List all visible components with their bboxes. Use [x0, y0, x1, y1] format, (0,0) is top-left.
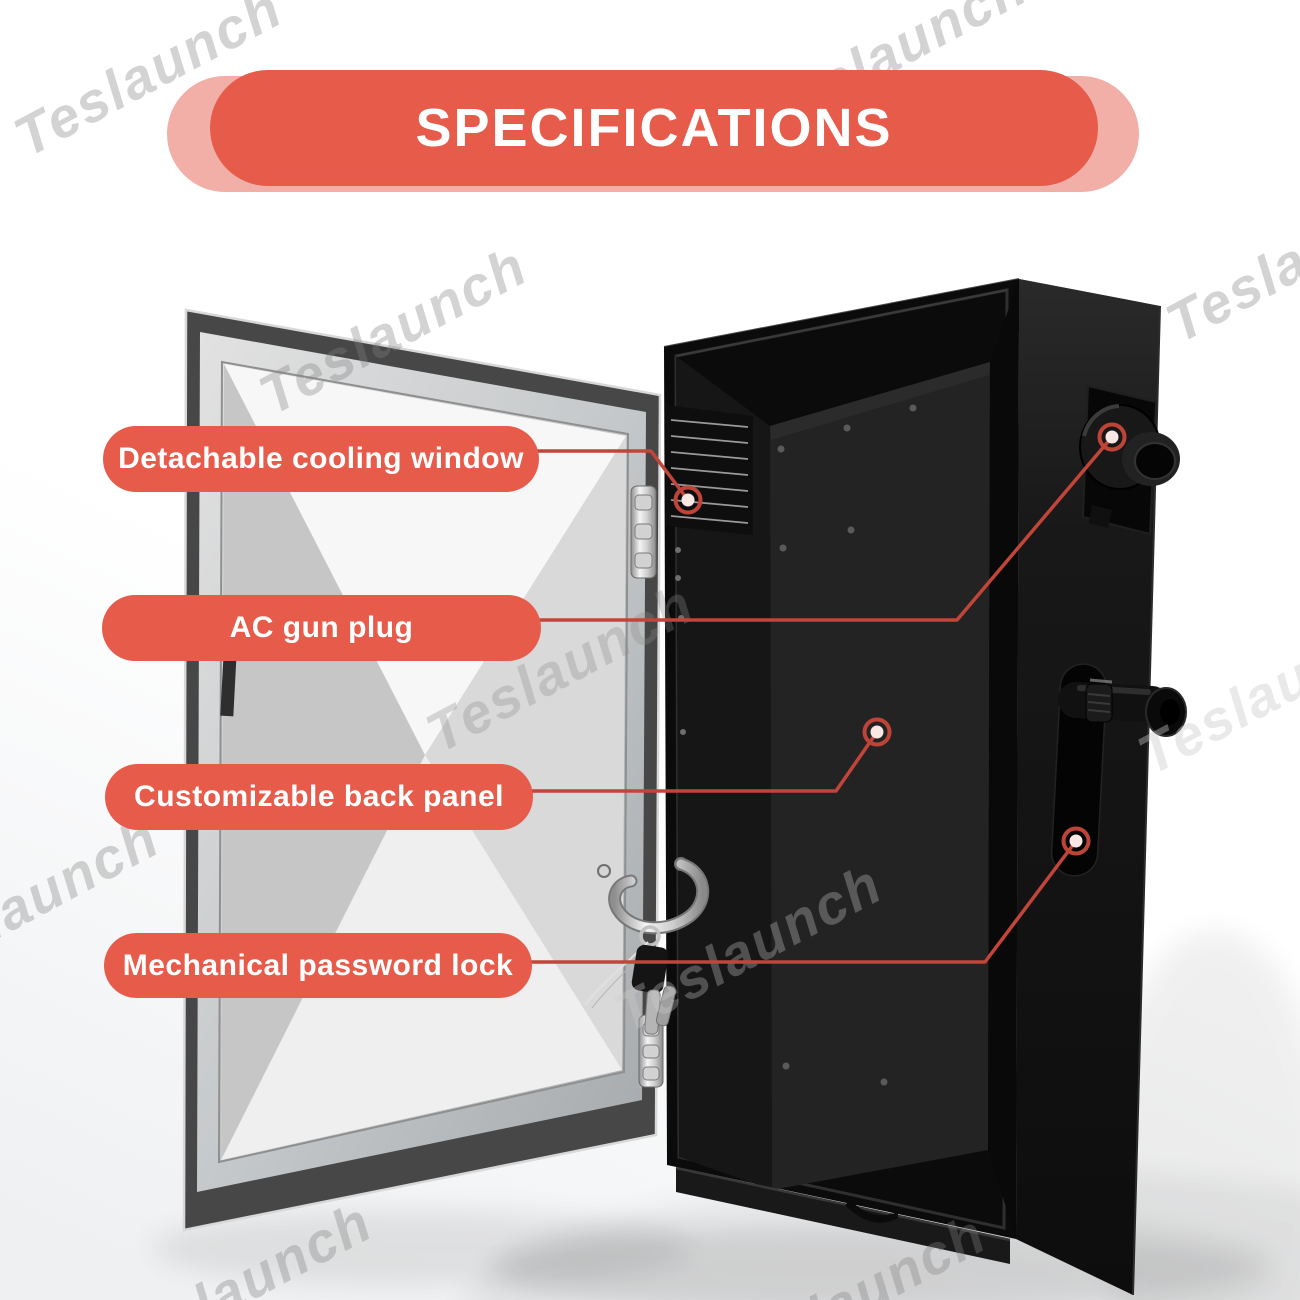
label-pill-password-lock: Mechanical password lock	[104, 933, 532, 998]
label-pill-ac-gun-plug: AC gun plug	[102, 595, 541, 661]
door-latch-slot	[220, 651, 237, 717]
inner-left-wall	[676, 356, 772, 1190]
callout-line-ac-gun-plug	[538, 422, 1127, 622]
callout-dot-ring	[673, 485, 703, 515]
callout-dot-ring	[1097, 422, 1127, 452]
callout-line-back-panel	[530, 717, 892, 793]
password-lock-handle	[1050, 663, 1187, 877]
key-hook	[584, 857, 710, 1035]
callout-line	[529, 839, 1078, 964]
callout-dot	[681, 493, 695, 507]
callout-dot	[1069, 834, 1083, 848]
callout-dot-ring	[862, 717, 892, 747]
label-pill-back-panel: Customizable back panel	[105, 764, 533, 830]
callout-dot	[1105, 430, 1119, 444]
bottom-tray	[675, 1166, 1011, 1264]
callout-dot-ring	[1061, 826, 1091, 856]
keys	[631, 944, 677, 1035]
ac-gun-plug	[1079, 384, 1180, 536]
cabinet-body	[663, 278, 1187, 1296]
callout-dot	[870, 725, 884, 739]
back-panel	[770, 362, 990, 1190]
page-title: SPECIFICATIONS	[210, 70, 1098, 186]
callout-line-cooling-window	[536, 449, 703, 515]
callout-line	[536, 449, 690, 502]
label-pill-cooling-window: Detachable cooling window	[103, 426, 539, 492]
hinge-top	[630, 485, 657, 579]
callout-line	[530, 731, 879, 793]
callout-line	[538, 435, 1114, 622]
callout-line-password-lock	[529, 826, 1091, 964]
